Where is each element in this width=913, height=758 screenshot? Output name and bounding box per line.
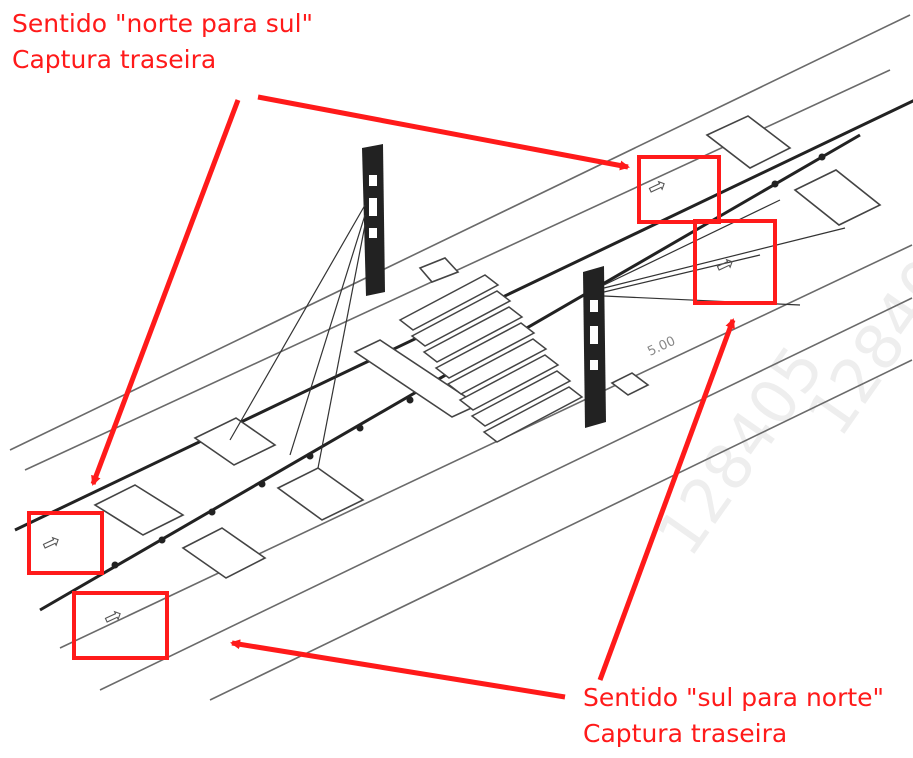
south-to-north-caption: Sentido "sul para norte" Captura traseir…: [583, 680, 884, 752]
highlight-boxes: [27, 155, 777, 660]
callout-arrow: [230, 639, 566, 700]
callout-arrow: [90, 99, 241, 486]
lane-arrow-icon: ⇨: [712, 250, 739, 280]
road-lines: [9, 14, 913, 701]
sensor-pad: [610, 372, 650, 396]
caption-capture-ns: Captura traseira: [12, 45, 217, 74]
caption-direction-ns: Sentido "norte para sul": [12, 9, 314, 38]
sensor-pad: [276, 467, 365, 521]
north-to-south-caption: Sentido "norte para sul" Captura traseir…: [12, 6, 313, 78]
watermark: 128405 128405: [642, 213, 913, 569]
callout-arrow: [257, 94, 630, 171]
sensor-pad: [193, 417, 277, 466]
road-edge-line: [9, 14, 911, 451]
sensor-pad: [793, 169, 882, 226]
lane-arrow-icon: ⇨: [38, 528, 65, 558]
sensor-pad: [705, 115, 792, 169]
watermark-text-a: 128405: [642, 333, 838, 569]
lane-arrows: ⇨ ⇨ ⇨ ⇨: [38, 172, 739, 632]
highlight-box: [637, 155, 721, 224]
camera-pole-left: [362, 144, 385, 296]
pole-tag: 5.00: [645, 334, 678, 360]
camera-pole-right: [583, 266, 606, 428]
callout-arrow: [597, 318, 736, 681]
sensor-pad: [181, 527, 267, 579]
caption-direction-sn: Sentido "sul para norte": [583, 683, 885, 712]
watermark-text-b: 128405: [792, 213, 913, 449]
camera-view-lines: [229, 199, 846, 469]
crosswalk: [398, 274, 584, 443]
road-edge-line: [59, 244, 913, 649]
road-edge-line: [99, 297, 913, 691]
highlight-box: [27, 511, 104, 575]
lane-arrow-icon: ⇨: [644, 172, 671, 202]
sensor-pad: [93, 484, 185, 536]
road-edge-line: [209, 359, 913, 701]
caption-capture-sn: Captura traseira: [583, 719, 788, 748]
highlight-box: [72, 591, 169, 660]
cable-dots: [111, 153, 826, 569]
sensor-pad: [418, 257, 460, 283]
sensor-pads: [93, 115, 882, 579]
callout-arrows: [90, 94, 736, 700]
highlight-box: [693, 219, 777, 305]
